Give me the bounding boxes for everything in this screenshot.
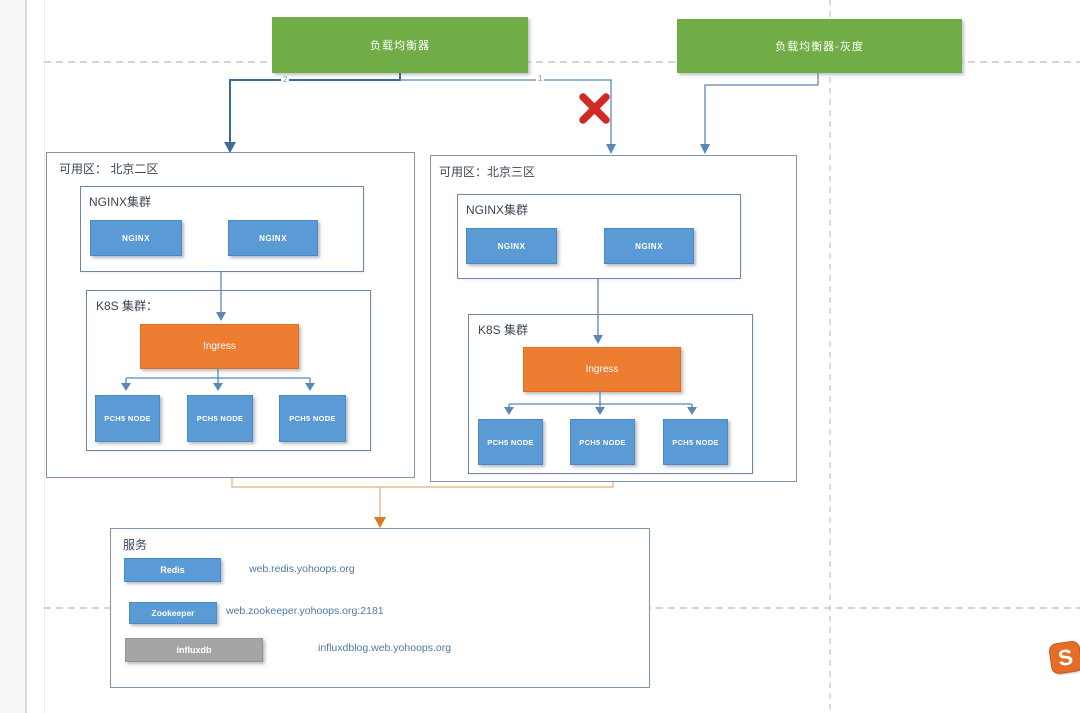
nginx-node: NGINX [90,220,182,256]
pch5-node-label: PCH5 NODE [487,437,534,447]
load-balancer-label: 负载均衡器 [370,40,430,52]
pch5-node: PCH5 NODE [95,395,160,442]
zone3-k8s-cluster-title: K8S 集群 [478,323,529,337]
nginx-node: NGINX [466,228,557,264]
nginx-node-label: NGINX [497,241,526,251]
influxdb-label: influxdb [176,645,212,655]
zone-beijing-3-title: 可用区：北京三区 [439,165,536,179]
ingress-node: Ingress [523,347,681,392]
zone3-nginx-cluster-title: NGINX集群 [466,203,529,217]
ingress-node: Ingress [140,324,299,369]
pch5-node-label: PCH5 NODE [104,414,151,423]
zone-beijing-2: 可用区： 北京二区 NGINX集群 NGINX NGINX K8S 集群： In… [46,152,415,478]
nginx-node-label: NGINX [259,233,287,243]
zone2-k8s-cluster: K8S 集群： Ingress PCH5 NODE PCH5 NODE PCH5… [86,290,371,451]
canvas-edge-rule [44,0,45,713]
zone3-k8s-cluster: K8S 集群 Ingress PCH5 NODE PCH5 NODE PCH5 … [468,314,753,474]
edge-label-1: 1 [536,74,545,83]
pch5-node-label: PCH5 NODE [672,437,719,447]
load-balancer-node: 负载均衡器 [272,17,528,73]
zone2-nginx-cluster: NGINX集群 NGINX NGINX [80,186,364,272]
pch5-node-label: PCH5 NODE [196,414,244,423]
nginx-node: NGINX [228,220,318,256]
redis-node: Redis [124,558,221,582]
zone-beijing-3: 可用区：北京三区 NGINX集群 NGINX NGINX K8S 集群 Ingr… [430,155,797,482]
influxdb-node: influxdb [125,638,263,662]
zookeeper-label: Zookeeper [151,608,195,618]
pch5-node: PCH5 NODE [187,395,253,442]
edge-label-2: 2 [281,75,290,84]
ingress-label: Ingress [585,364,619,375]
zookeeper-node: Zookeeper [129,602,217,624]
pch5-node: PCH5 NODE [279,395,346,442]
pch5-node-label: PCH5 NODE [579,437,626,447]
pch5-node: PCH5 NODE [570,419,635,465]
zone2-nginx-cluster-title: NGINX集群 [89,195,152,209]
pch5-node: PCH5 NODE [663,419,728,465]
blocked-x-icon [579,93,610,124]
canvas-left-gutter [0,0,27,713]
pch5-node: PCH5 NODE [478,419,543,465]
influxdb-endpoint: influxdblog.web.yohoops.org [318,642,452,654]
load-balancer-gray-label: 负载均衡器-灰度 [775,41,864,53]
zone-beijing-2-title: 可用区： 北京二区 [59,162,159,176]
watermark-letter: S [1056,643,1075,671]
ingress-label: Ingress [203,341,236,352]
zone2-k8s-cluster-title: K8S 集群： [96,299,159,313]
load-balancer-gray-node: 负载均衡器-灰度 [677,19,962,73]
services-group: 服务 Redis web.redis.yohoops.org Zookeeper… [110,528,650,688]
zookeeper-endpoint: web.zookeeper.yohoops.org:2181 [226,605,384,617]
pch5-node-label: PCH5 NODE [289,414,336,423]
nginx-node: NGINX [604,228,694,264]
nginx-node-label: NGINX [122,233,150,243]
services-title: 服务 [123,538,148,552]
nginx-node-label: NGINX [635,241,663,251]
zone3-nginx-cluster: NGINX集群 NGINX NGINX [457,194,741,279]
redis-label: Redis [160,565,185,575]
redis-endpoint: web.redis.yohoops.org [249,563,355,575]
watermark-logo-icon: S [1047,639,1080,676]
